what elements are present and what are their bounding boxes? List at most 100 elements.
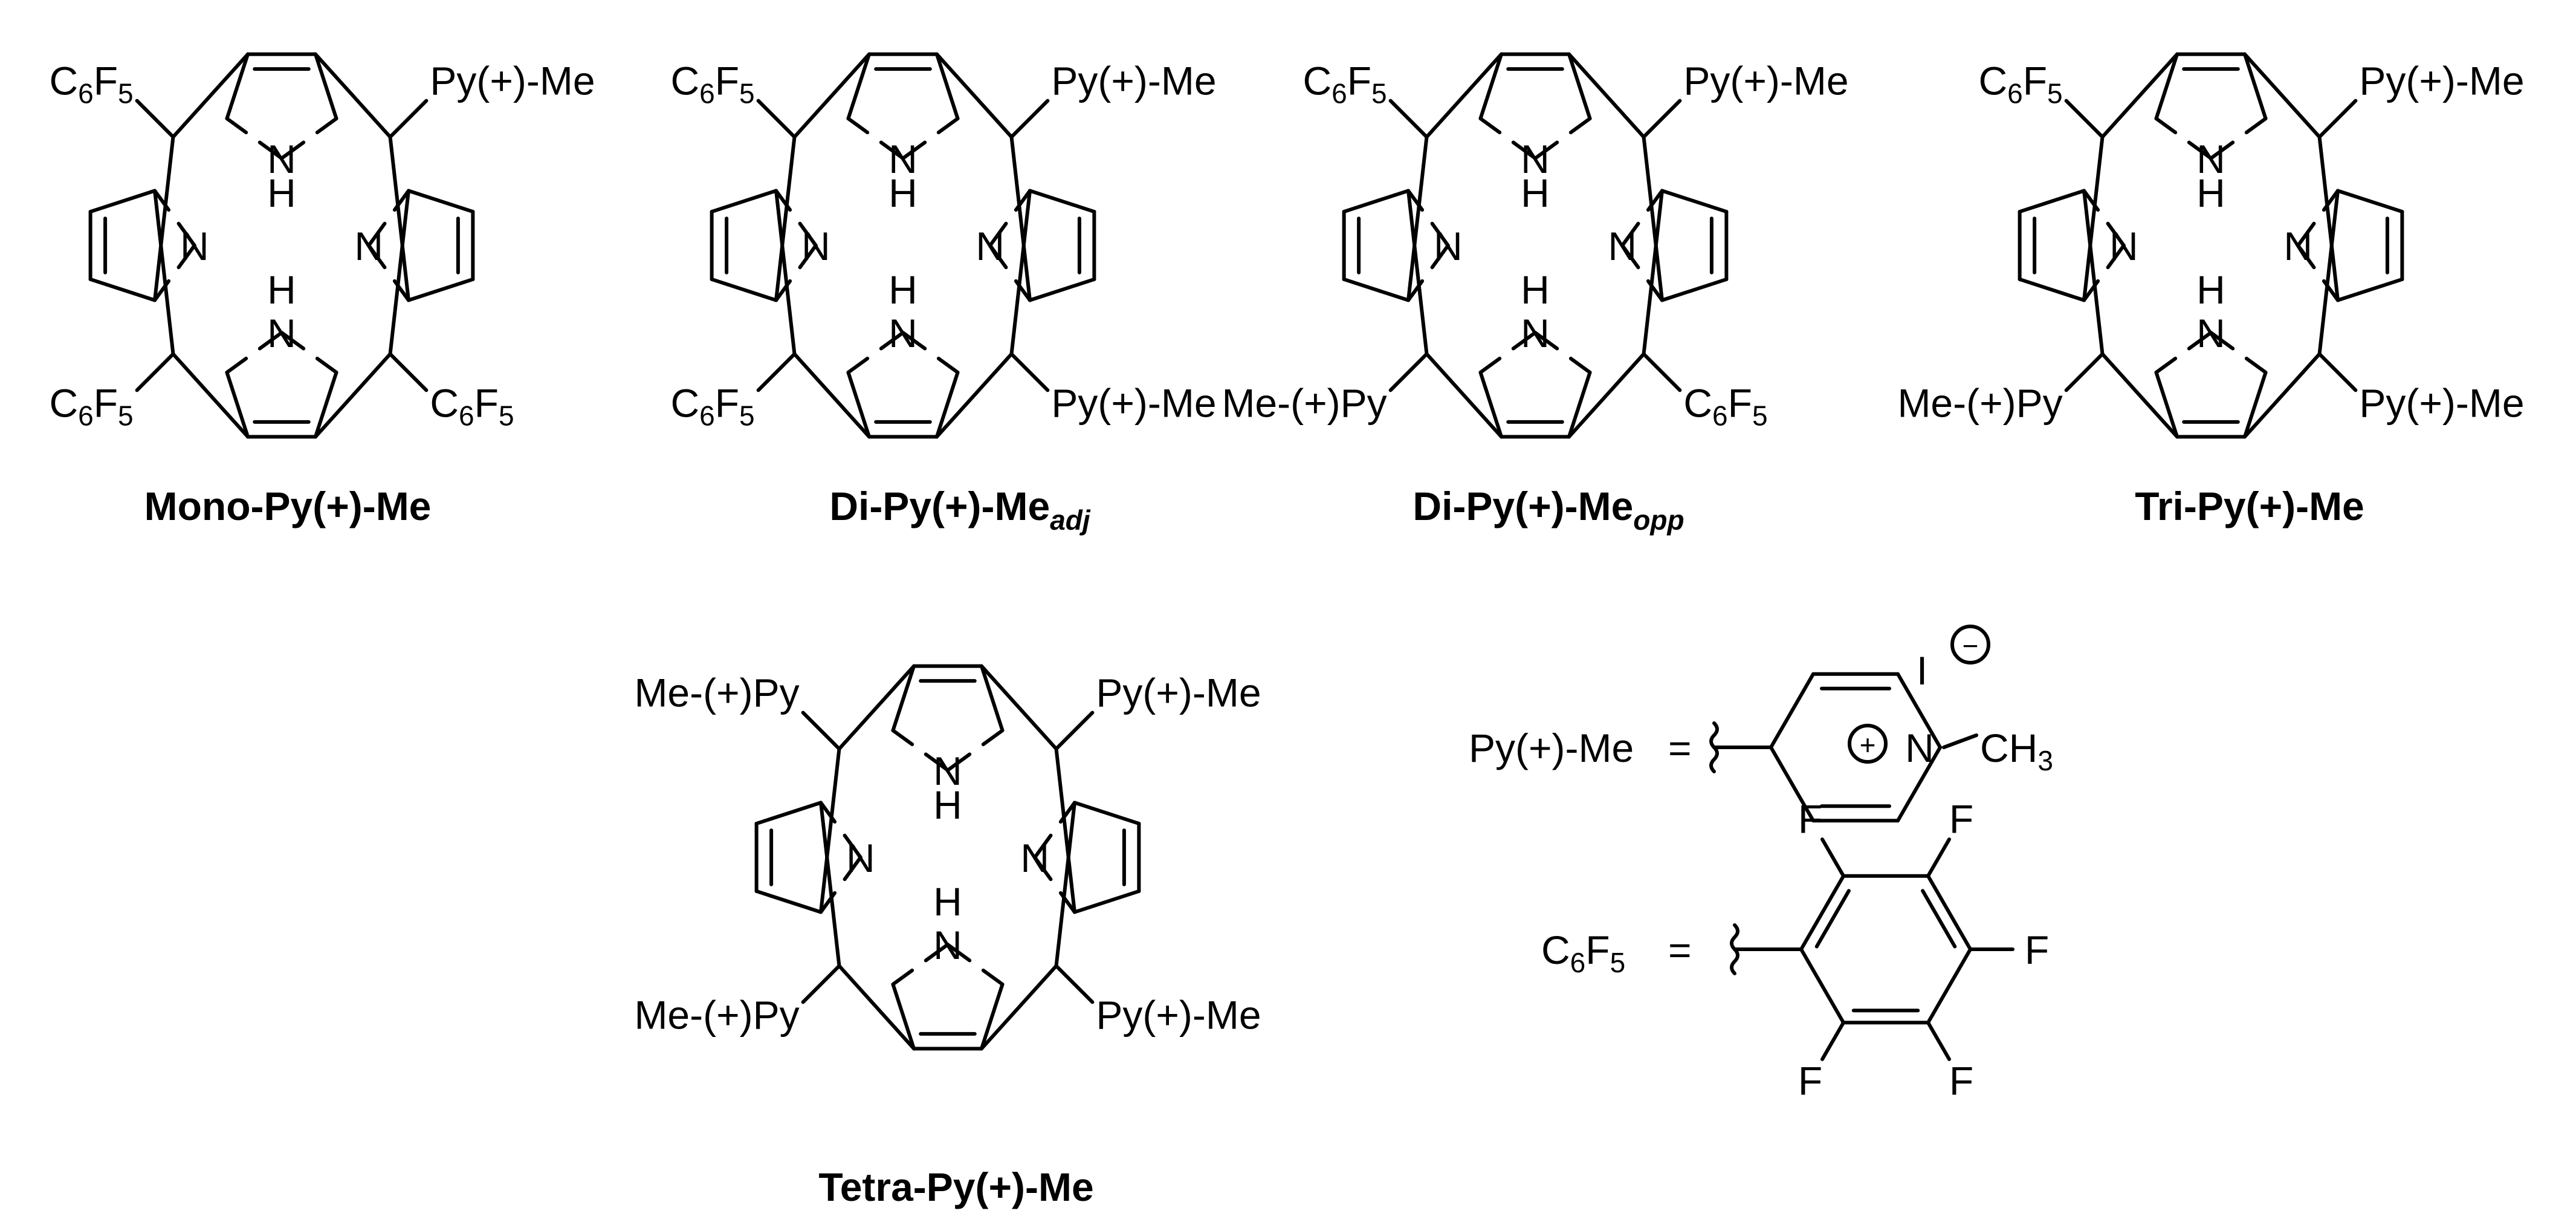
substituent-bond xyxy=(2317,99,2358,139)
ring-bond xyxy=(225,356,248,374)
meso-bond xyxy=(1425,52,1504,139)
pyridinium-group-label: Py(+)-Me xyxy=(2359,380,2524,425)
meso-bond xyxy=(2082,135,2105,302)
ring-bond xyxy=(901,140,927,160)
compound-name: Mono-Py(+)-Me xyxy=(144,484,432,528)
hydrogen-atom: H xyxy=(888,267,917,312)
ring-bond xyxy=(924,943,950,963)
meso-bond xyxy=(792,52,872,139)
equals-sign: = xyxy=(1668,726,1692,770)
ring-bond xyxy=(979,982,1005,1051)
meso-bond xyxy=(2100,352,2180,439)
meso-bond xyxy=(774,189,797,356)
compound-name: Tetra-Py(+)-Me xyxy=(818,1165,1093,1209)
ring-bond xyxy=(2154,52,2180,121)
ring-bond xyxy=(176,221,196,247)
ring-bond xyxy=(280,140,306,160)
meso-bond xyxy=(1567,52,1646,139)
c6f5-f: F xyxy=(94,380,118,425)
ring-bond xyxy=(891,664,916,733)
ring-bond xyxy=(2296,244,2316,270)
positive-charge-sign: + xyxy=(1860,729,1876,761)
c6f5-sub-5: 5 xyxy=(1752,400,1768,431)
ring-bond xyxy=(1342,189,1411,214)
c6f5-group-label: C6F5 xyxy=(1683,380,1767,431)
benzene-ring-bond xyxy=(1799,947,1845,1025)
meso-bond xyxy=(819,801,841,968)
ring-bond xyxy=(846,356,870,374)
meso-bond xyxy=(1009,189,1032,356)
substituent-bond xyxy=(1009,99,1050,139)
c6f5-c: C xyxy=(1683,380,1712,425)
meso-bond xyxy=(2242,352,2322,439)
methyl-label: CH3 xyxy=(1980,726,2053,776)
pyridinium-group-label: Me-(+)Py xyxy=(1222,380,1387,425)
hydrogen-atom: H xyxy=(933,782,962,827)
nitrogen-atom: N xyxy=(1521,311,1550,356)
hydrogen-atom: H xyxy=(267,267,296,312)
hydrogen-atom: H xyxy=(267,171,296,215)
ring-bond xyxy=(1430,244,1450,270)
ring-bond xyxy=(924,752,950,772)
nitrogen-atom: N xyxy=(354,224,383,268)
compound-name: Di-Py(+)-Meopp xyxy=(1413,484,1684,536)
benzene-double-bond xyxy=(1814,889,1851,949)
ring-bond xyxy=(1478,52,1504,121)
pyridinium-group-label: Py(+)-Me xyxy=(1051,380,1216,425)
fluorine-bond xyxy=(1820,837,1845,878)
meso-bond xyxy=(388,189,410,356)
substituent-bond xyxy=(756,99,797,139)
meso-bond xyxy=(2242,52,2322,139)
nitrogen-atom: N xyxy=(933,749,962,793)
ring-bond xyxy=(1567,52,1592,121)
c6f5-sub-5: 5 xyxy=(739,78,755,109)
compound-name-main: Di-Py(+)-Me xyxy=(1413,484,1633,528)
nitrogen-atom: N xyxy=(180,224,209,268)
c6f5-group-label: C6F5 xyxy=(1978,59,2062,109)
meso-bond xyxy=(792,352,872,439)
ring-bond xyxy=(225,52,250,121)
c6f5-sub-5: 5 xyxy=(2047,78,2063,109)
nitrogen-atom: N xyxy=(2196,137,2225,181)
ring-bond xyxy=(313,370,338,439)
c6f5-f: F xyxy=(1347,59,1371,103)
c6f5-sub-6: 6 xyxy=(1570,947,1586,978)
meso-bond xyxy=(837,664,916,751)
ring-bond xyxy=(2335,277,2404,302)
compound-name-main: Mono-Py(+)-Me xyxy=(144,484,432,528)
c6f5-group-label: C6F5 xyxy=(49,59,133,109)
c6f5-f: F xyxy=(715,59,739,103)
c6f5-f: F xyxy=(2023,59,2047,103)
meso-bond xyxy=(2317,135,2340,302)
hydrogen-atom: H xyxy=(2196,267,2225,312)
benzene-double-bond xyxy=(1921,889,1957,949)
substituent-bond xyxy=(1054,710,1095,751)
ring-bond xyxy=(1072,889,1141,914)
benzene-ring-bond xyxy=(1926,947,1972,1025)
c6f5-c: C xyxy=(670,380,699,425)
substituent-bond xyxy=(135,352,175,392)
substituent-bond xyxy=(388,352,429,392)
meso-bond xyxy=(171,52,250,139)
ring-bond xyxy=(2154,370,2180,439)
fluorine-bond xyxy=(1926,837,1951,878)
ring-bond xyxy=(901,331,927,351)
methyl-sub-3: 3 xyxy=(2037,745,2053,776)
substituent-bond xyxy=(1054,964,1095,1004)
ring-bond xyxy=(1620,244,1640,270)
ring-bond xyxy=(754,889,823,914)
ring-bond xyxy=(315,356,338,374)
compound-name-main: Tetra-Py(+)-Me xyxy=(818,1165,1093,1209)
ring-bond xyxy=(1533,331,1559,351)
c6f5-group-label: C6F5 xyxy=(1541,928,1625,978)
ring-bond xyxy=(1511,140,1537,160)
c6f5-c: C xyxy=(1541,928,1570,972)
meso-bond xyxy=(1054,747,1076,914)
ring-bond xyxy=(988,221,1008,247)
c6f5-sub-5: 5 xyxy=(118,78,134,109)
nitrogen-atom: N xyxy=(2196,311,2225,356)
